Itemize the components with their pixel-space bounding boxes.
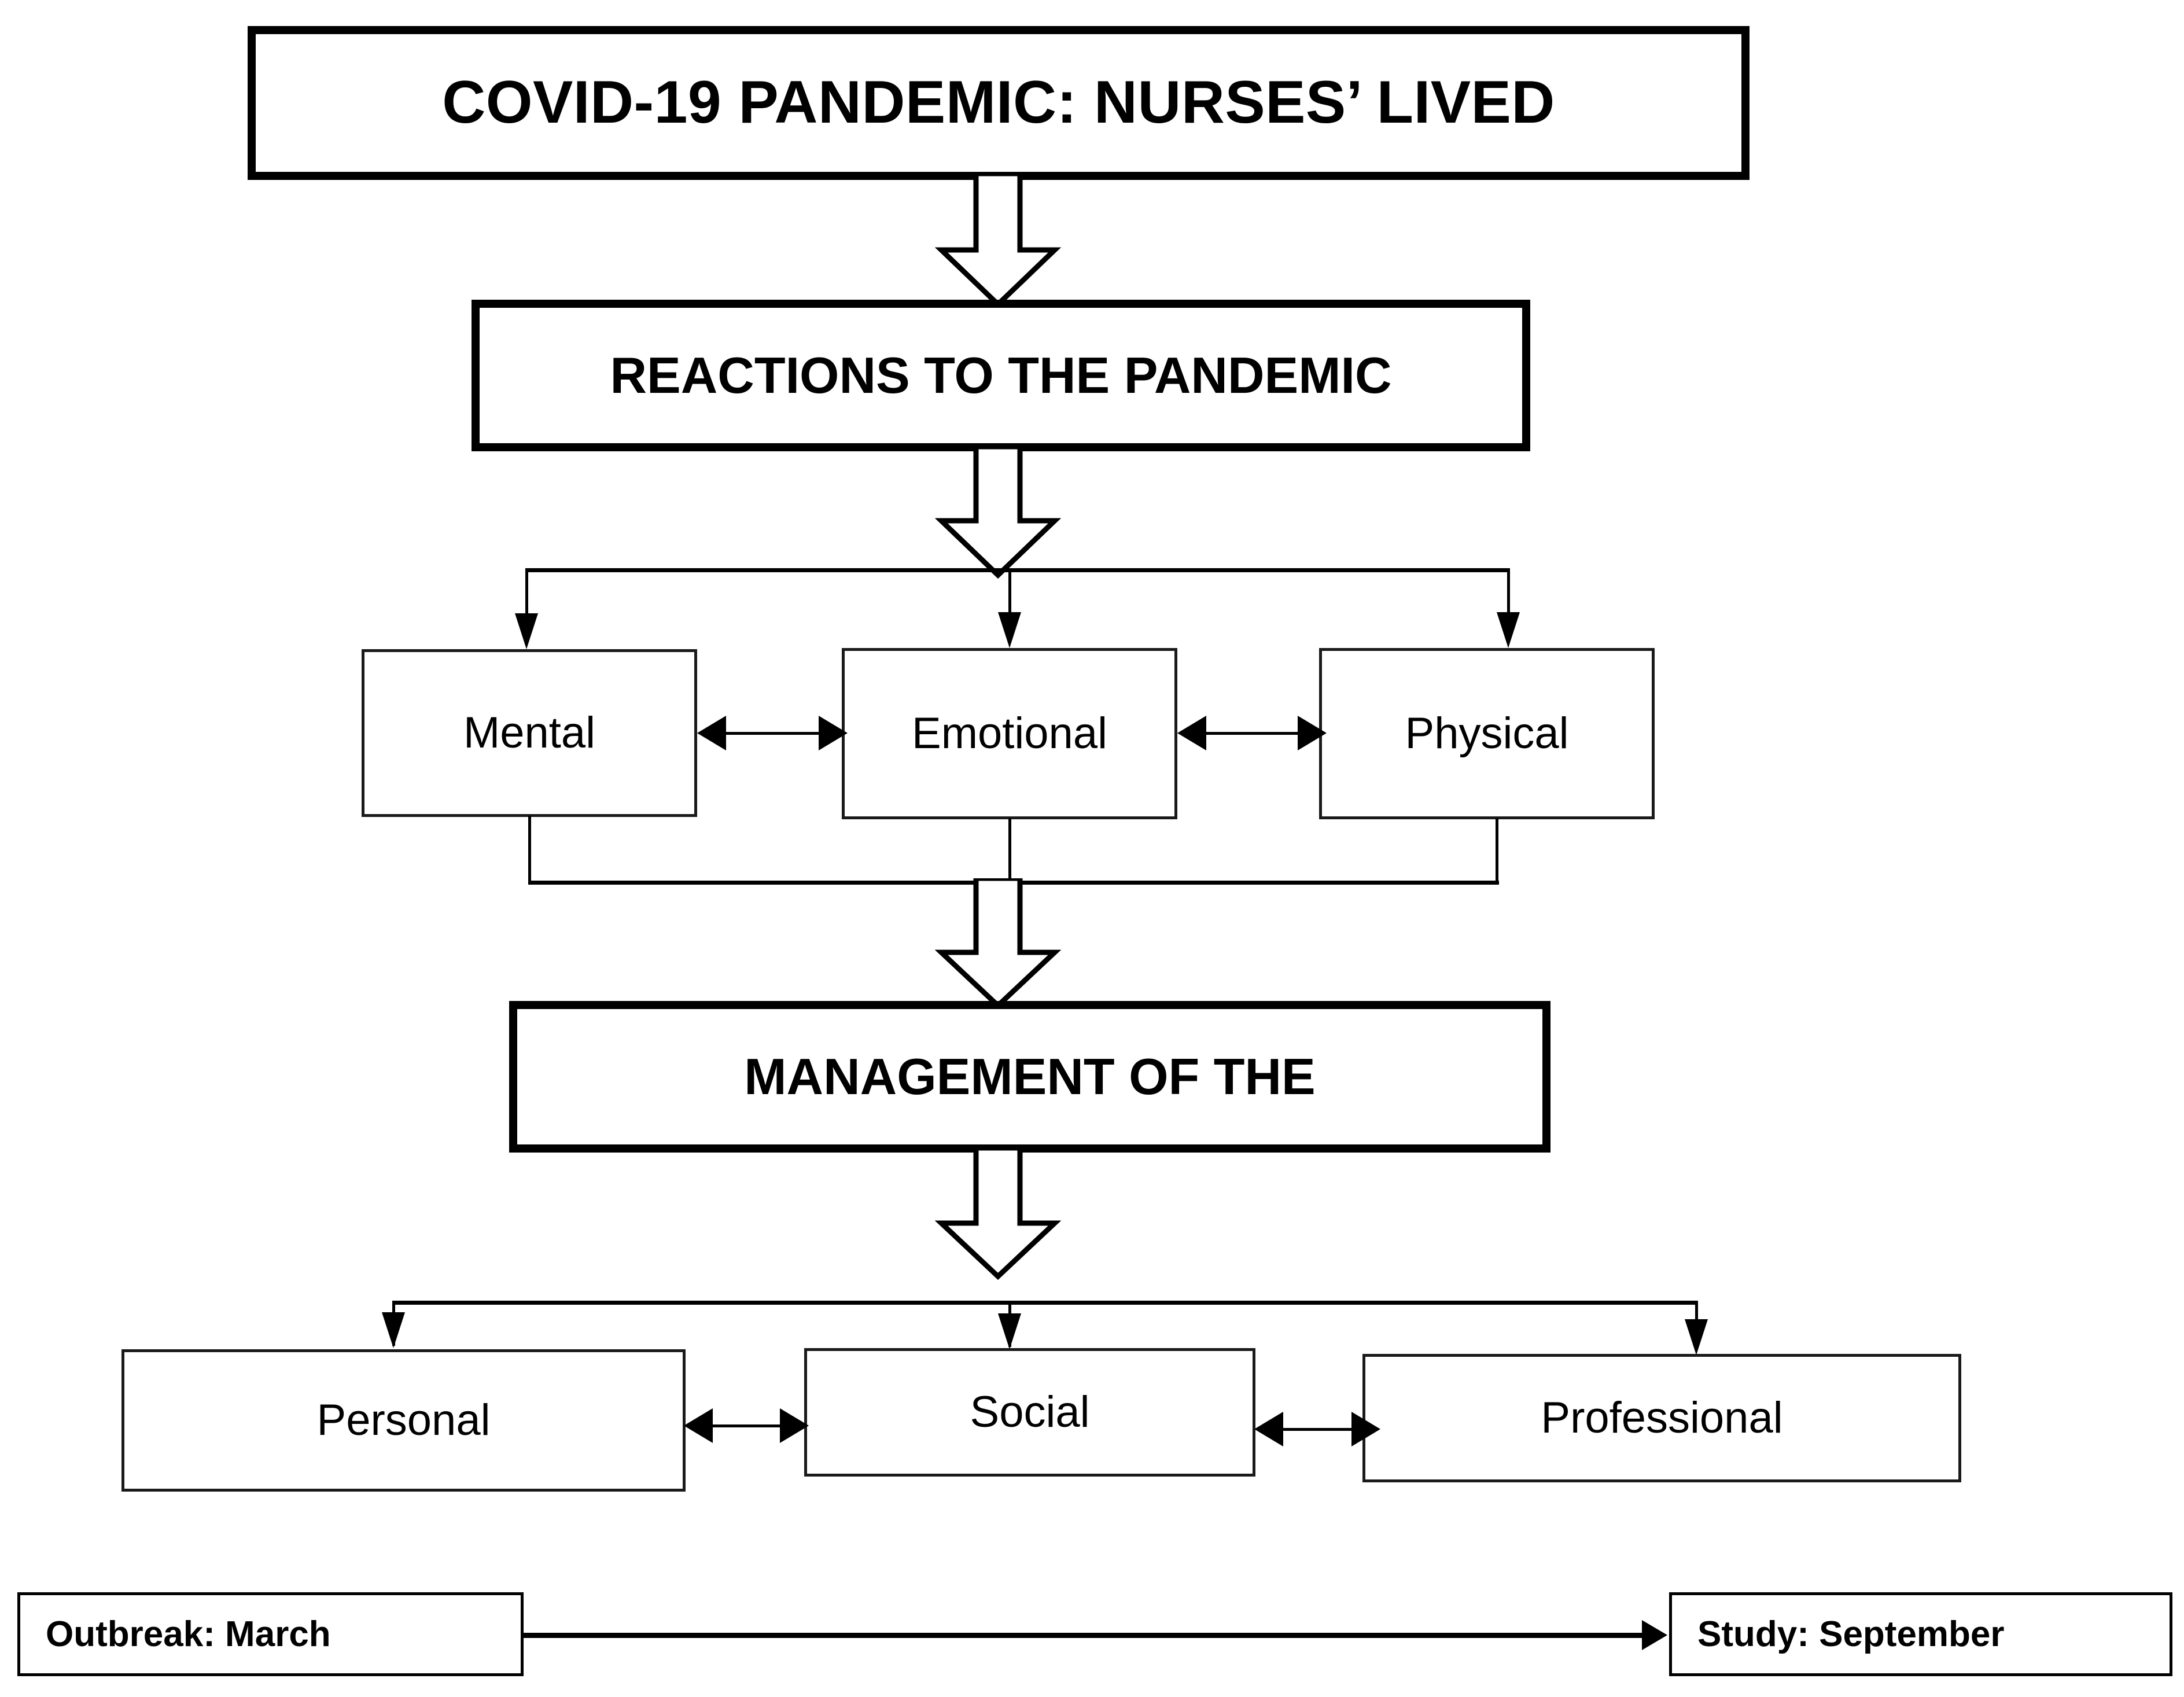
- block-arrow-reactions-to-management: [929, 878, 1067, 1009]
- fanout-bar-management: [392, 1301, 1697, 1305]
- arrow-head-mental-emotional-right: [819, 716, 848, 750]
- link-personal-social: [707, 1424, 793, 1427]
- arrow-head-to-social: [998, 1313, 1021, 1349]
- link-emotional-physical: [1200, 732, 1302, 735]
- merge-drop-mental: [528, 816, 531, 882]
- fanout-branch-physical: [1507, 568, 1510, 619]
- arrow-head-social-professional-left: [1254, 1412, 1283, 1446]
- arrow-head-personal-social-right: [780, 1408, 809, 1443]
- arrow-head-to-emotional: [998, 612, 1021, 648]
- block-arrow-management-to-management-nodes: [929, 1148, 1067, 1280]
- merge-drop-emotional: [1008, 818, 1011, 882]
- arrow-head-personal-social-left: [684, 1408, 713, 1443]
- timeline-line: [524, 1633, 1643, 1638]
- link-social-professional: [1277, 1428, 1364, 1431]
- management-node-personal: Personal: [121, 1349, 686, 1492]
- link-mental-emotional: [720, 732, 824, 735]
- reactions-box: REACTIONS TO THE PANDEMIC: [472, 300, 1530, 451]
- reaction-node-mental: Mental: [362, 649, 697, 817]
- block-arrow-title-to-reactions: [929, 174, 1067, 308]
- arrow-head-mental-emotional-left: [697, 716, 726, 750]
- arrow-head-to-mental: [515, 613, 538, 649]
- reaction-node-physical: Physical: [1319, 648, 1655, 819]
- timeline-arrow-head: [1642, 1620, 1667, 1650]
- timeline-end-box: Study: September: [1669, 1592, 2172, 1676]
- management-node-social: Social: [804, 1348, 1255, 1477]
- fanout-branch-emotional: [1008, 568, 1011, 621]
- fanout-bar-reactions: [525, 568, 1510, 572]
- title-box: COVID-19 PANDEMIC: NURSES’ LIVED: [248, 26, 1750, 180]
- management-node-professional: Professional: [1362, 1354, 1961, 1482]
- arrow-head-to-physical: [1497, 612, 1520, 648]
- arrow-head-emotional-physical-right: [1298, 716, 1327, 750]
- management-box: MANAGEMENT OF THE: [509, 1001, 1550, 1153]
- timeline-start-box: Outbreak: March: [17, 1592, 524, 1676]
- arrow-head-social-professional-right: [1351, 1412, 1380, 1446]
- fanout-branch-mental: [525, 568, 528, 619]
- arrow-head-to-personal: [382, 1312, 405, 1348]
- reaction-node-emotional: Emotional: [842, 648, 1177, 819]
- arrow-head-emotional-physical-left: [1177, 716, 1206, 750]
- merge-drop-physical: [1496, 818, 1498, 882]
- arrow-head-to-professional: [1685, 1319, 1708, 1355]
- block-arrow-reactions-to-reaction-nodes: [929, 447, 1067, 579]
